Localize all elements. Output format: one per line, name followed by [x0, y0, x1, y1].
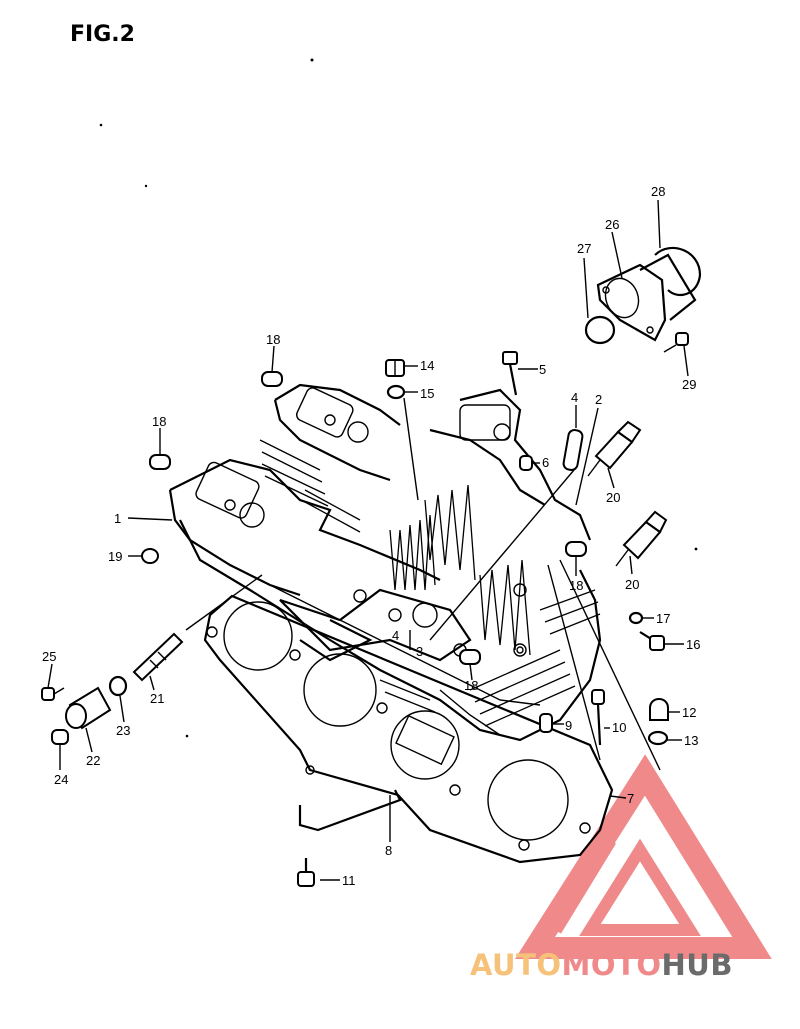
- bolt-16: [639, 631, 665, 651]
- dowel-9: [539, 713, 553, 733]
- callout-29: 29: [682, 377, 696, 392]
- gasket-plate: [298, 789, 402, 832]
- callout-20: 20: [606, 490, 620, 505]
- callout-4: 4: [571, 390, 578, 405]
- callout-3: 3: [416, 644, 423, 659]
- bolt-10: [591, 689, 605, 746]
- callout-14: 14: [420, 358, 434, 373]
- screw-29: [663, 332, 689, 353]
- intake-pipe: [596, 253, 697, 342]
- callout-19: 19: [108, 549, 122, 564]
- callout-13: 13: [684, 733, 698, 748]
- plug-18-d: [459, 649, 481, 665]
- bolt-11: [297, 858, 315, 887]
- plug-18-c: [565, 541, 587, 557]
- watermark-logo: [514, 754, 772, 959]
- watermark-text: AUTOMOTOHUB: [470, 948, 733, 982]
- dowel-6: [519, 455, 533, 471]
- spark-plug-upper: [587, 420, 642, 477]
- callout-6: 6: [542, 455, 549, 470]
- washer-15: [386, 384, 406, 400]
- callout-21: 21: [150, 691, 164, 706]
- callout-22: 22: [86, 753, 100, 768]
- plug-19: [141, 548, 159, 564]
- callout-24: 24: [54, 772, 68, 787]
- plug-18-b: [149, 454, 171, 470]
- callout-18: 18: [266, 332, 280, 347]
- callout-18: 18: [569, 578, 583, 593]
- callout-7: 7: [627, 791, 634, 806]
- washer-23: [108, 675, 128, 697]
- callout-28: 28: [651, 184, 665, 199]
- callout-16: 16: [686, 637, 700, 652]
- tachometer-gear-21: [132, 632, 184, 682]
- figure-title: FIG.2: [70, 22, 135, 47]
- callout-15: 15: [420, 386, 434, 401]
- callout-10: 10: [612, 720, 626, 735]
- cylinder-head: [168, 383, 602, 742]
- callout-11: 11: [342, 873, 356, 888]
- callout-18: 18: [464, 678, 478, 693]
- callout-26: 26: [605, 217, 619, 232]
- callout-17: 17: [656, 611, 670, 626]
- callout-8: 8: [385, 843, 392, 858]
- callout-labels: 1 2 3 4 4 5 6 7 8 9 10 11 12 13 14 15 16…: [42, 184, 700, 888]
- callout-20: 20: [625, 577, 639, 592]
- screw-25: [41, 687, 65, 701]
- leader-lines: [47, 199, 689, 881]
- hose-clamp: [654, 246, 702, 297]
- cap-24: [51, 729, 69, 745]
- callout-23: 23: [116, 723, 130, 738]
- callout-9: 9: [565, 718, 572, 733]
- callout-1: 1: [114, 511, 121, 526]
- callout-25: 25: [42, 649, 56, 664]
- o-ring: [584, 315, 616, 345]
- housing-22: [65, 686, 112, 730]
- cap-nut-12: [649, 698, 669, 721]
- nut-14: [385, 359, 405, 377]
- callout-18: 18: [152, 414, 166, 429]
- callout-12: 12: [682, 705, 696, 720]
- pin-4: [562, 429, 584, 471]
- callout-5: 5: [539, 362, 546, 377]
- bolt-5: [502, 351, 518, 396]
- washer-13: [647, 730, 669, 746]
- plug-18-a: [261, 371, 283, 387]
- callout-4: 4: [392, 628, 399, 643]
- callout-2: 2: [595, 392, 602, 407]
- callout-27: 27: [577, 241, 591, 256]
- washer-17: [628, 611, 644, 625]
- spark-plug-lower: [615, 510, 668, 567]
